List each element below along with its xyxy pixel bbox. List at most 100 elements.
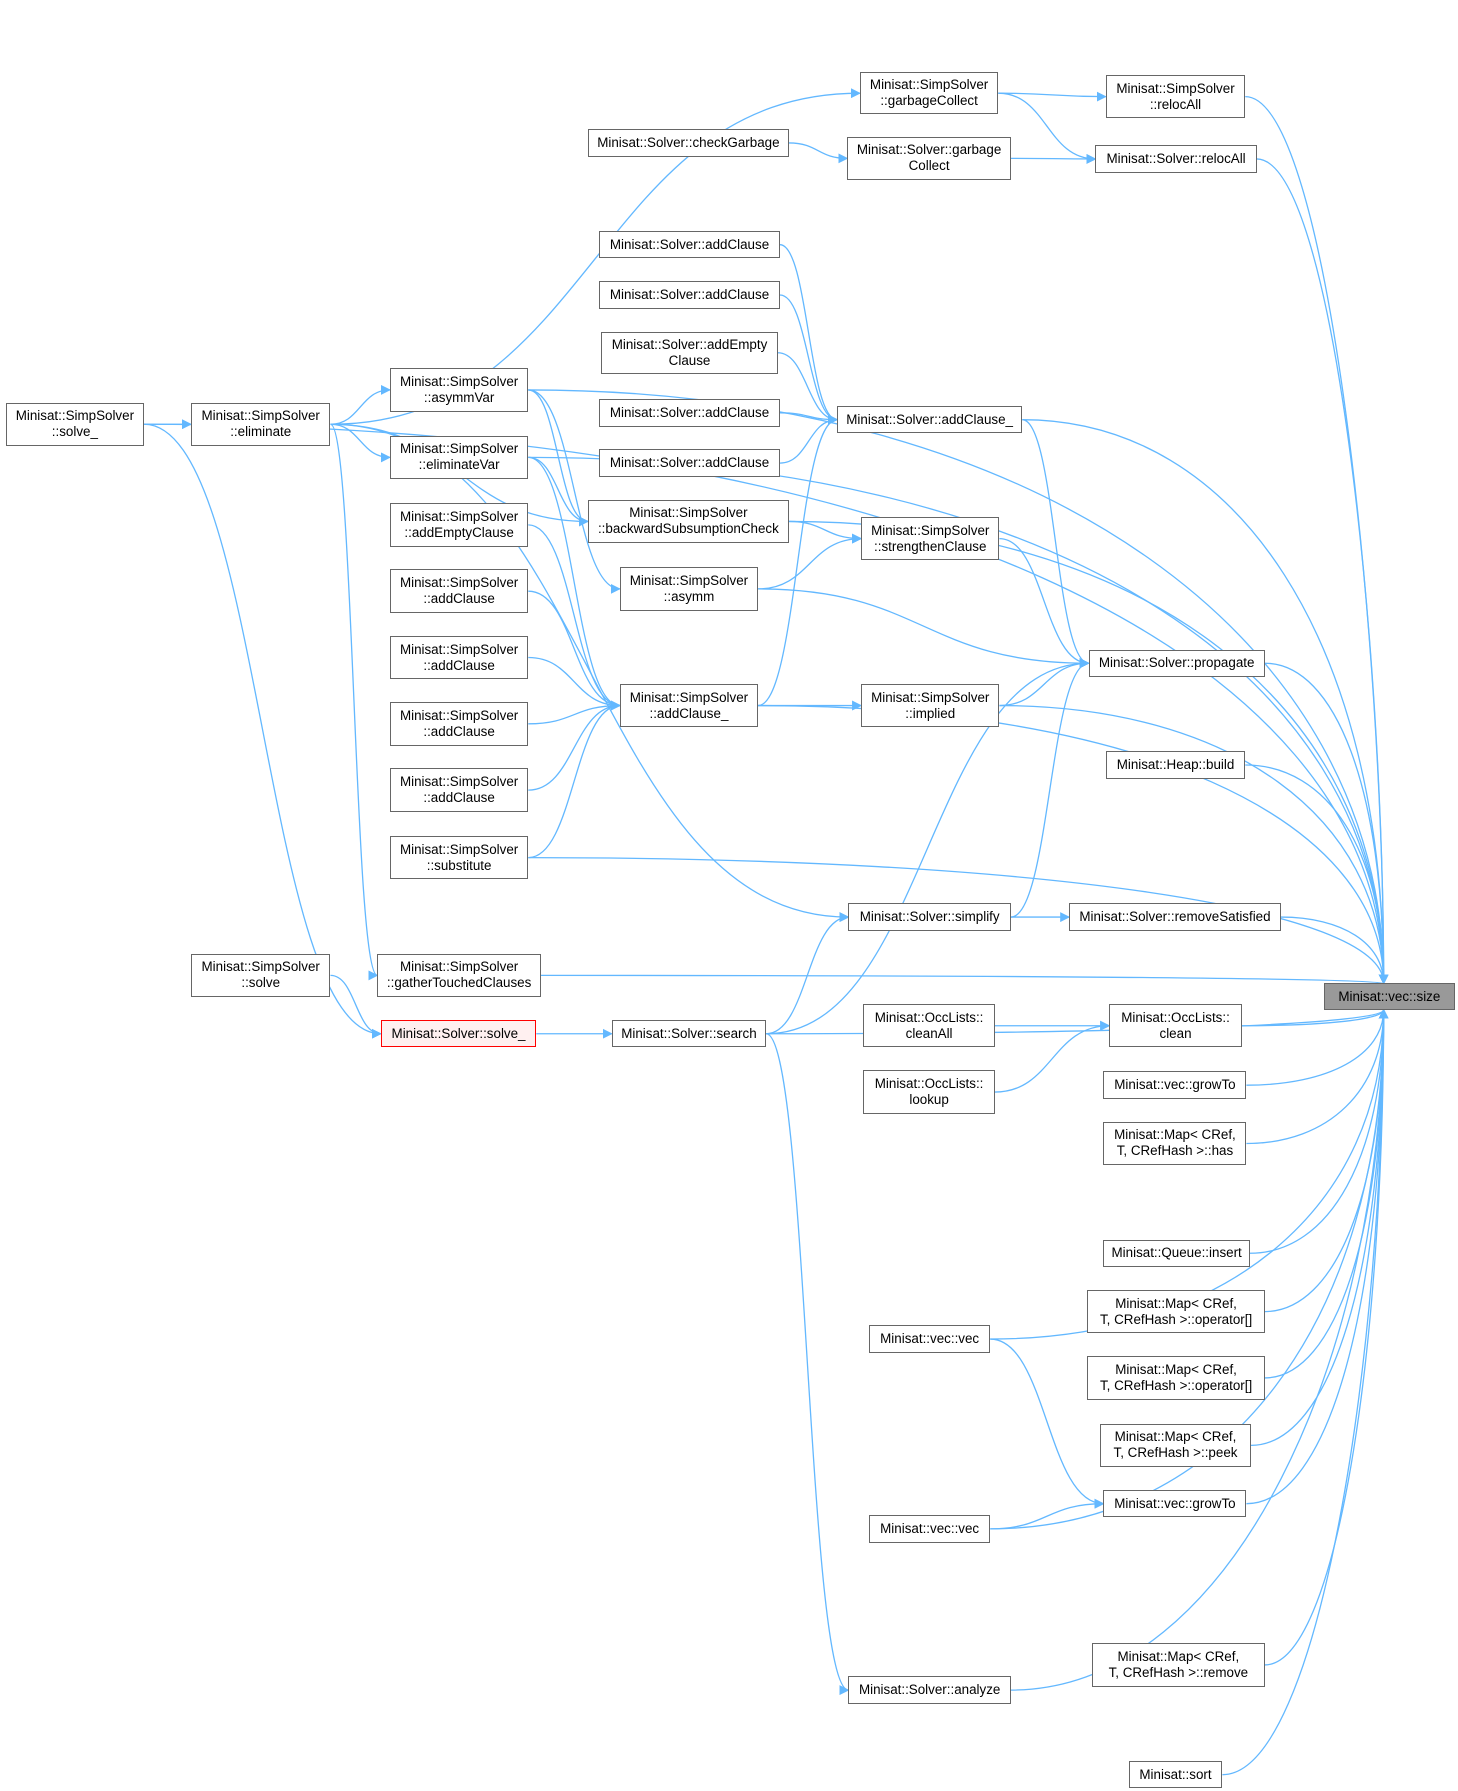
node-label-line: ::implied xyxy=(905,705,956,721)
graph-node-s-a-c2[interactable]: Minisat::Solver::addClause xyxy=(599,281,780,309)
edge-growToB-to-size xyxy=(1246,1008,1389,1505)
graph-node-occ-clean[interactable]: Minisat::OccLists::clean xyxy=(1109,1003,1242,1048)
node-label-line: Minisat::SimpSolver xyxy=(399,575,519,591)
node-label-line: Minisat::Map< CRef, xyxy=(1114,1429,1237,1445)
graph-node-check-garbage[interactable]: Minisat::Solver::checkGarbage xyxy=(587,129,789,157)
graph-node-lookup[interactable]: Minisat::OccLists::lookup xyxy=(863,1070,995,1114)
graph-node-map-peek[interactable]: Minisat::Map< CRef,T, CRefHash >::peek xyxy=(1100,1423,1251,1468)
node-label-line: Minisat::SimpSolver xyxy=(869,77,989,93)
graph-node-grow-to-a[interactable]: Minisat::vec::growTo xyxy=(1103,1071,1247,1099)
node-label-line: Minisat::SimpSolver xyxy=(1116,80,1235,96)
graph-node-simp-solve[interactable]: Minisat::SimpSolver::solve xyxy=(190,953,331,998)
node-label-line: Minisat::OccLists:: xyxy=(874,1076,984,1092)
graph-node-substitute[interactable]: Minisat::SimpSolver::substitute xyxy=(389,835,529,880)
node-label-line: Minisat::vec::growTo xyxy=(1114,1077,1236,1093)
edge-asymm-to-strengthen xyxy=(758,533,863,590)
edge-simpReloc-to-size xyxy=(1245,95,1389,985)
node-label-line: Minisat::SimpSolver xyxy=(629,505,748,521)
graph-node-simp-g-c[interactable]: Minisat::SimpSolver::garbageCollect xyxy=(859,72,999,115)
edge-simpGC-to-solverReloc xyxy=(998,92,1097,164)
graph-node-clean-all[interactable]: Minisat::OccLists::cleanAll xyxy=(863,1003,995,1048)
graph-node-back-sub[interactable]: Minisat::SimpSolver::backwardSubsumption… xyxy=(587,499,789,544)
edge-backSub-to-strengthen xyxy=(789,520,863,544)
edge-simpAC4-to-simpAddClause_ xyxy=(528,700,621,791)
graph-node-solver-reloc[interactable]: Minisat::Solver::relocAll xyxy=(1095,145,1257,173)
graph-node-map-has[interactable]: Minisat::Map< CRef,T, CRefHash >::has xyxy=(1103,1121,1247,1166)
edge-simpAC2-to-simpAddClause_ xyxy=(528,656,621,711)
node-label-line: Minisat::SimpSolver xyxy=(629,689,749,705)
graph-node-simp-add-empty[interactable]: Minisat::SimpSolver::addEmptyClause xyxy=(389,503,529,547)
graph-node-eliminate[interactable]: Minisat::SimpSolver::eliminate xyxy=(190,402,331,446)
graph-node-simp-reloc[interactable]: Minisat::SimpSolver::relocAll xyxy=(1105,75,1246,118)
graph-node-strengthen[interactable]: Minisat::SimpSolver::strengthenClause xyxy=(861,516,1000,561)
node-label-line: Minisat::Solver::checkGarbage xyxy=(597,134,780,150)
graph-node-remove-sat[interactable]: Minisat::Solver::removeSatisfied xyxy=(1069,903,1281,931)
node-label-line: ::backwardSubsumptionCheck xyxy=(597,521,779,537)
graph-node-propagate[interactable]: Minisat::Solver::propagate xyxy=(1088,649,1265,677)
graph-node-solver-solve[interactable]: Minisat::Solver::solve_ xyxy=(380,1020,537,1048)
graph-node-queue-insert[interactable]: Minisat::Queue::insert xyxy=(1103,1239,1250,1267)
graph-node-analyze[interactable]: Minisat::Solver::analyze xyxy=(848,1676,1011,1704)
edge-simpSolve-to-solverSolve_ xyxy=(330,974,382,1039)
node-label-line: Minisat::SimpSolver xyxy=(399,441,519,457)
edge-simpAddClause_-to-sAddClause_ xyxy=(758,414,839,707)
edge-gather-to-size xyxy=(540,974,1388,985)
node-label-line: Minisat::Queue::insert xyxy=(1111,1245,1242,1261)
graph-node-search[interactable]: Minisat::Solver::search xyxy=(611,1020,767,1048)
graph-node-s-a-c1[interactable]: Minisat::Solver::addClause xyxy=(599,230,780,259)
edge-propagate-to-size xyxy=(1264,662,1389,985)
node-label-line: Minisat::SimpSolver xyxy=(15,408,135,424)
graph-node-s-a-c3[interactable]: Minisat::Solver::addClause xyxy=(599,399,780,427)
graph-node-simp-a-c2[interactable]: Minisat::SimpSolver::addClause xyxy=(389,635,529,680)
node-label-line: T, CRefHash >::operator[] xyxy=(1099,1377,1253,1393)
node-label-line: cleanAll xyxy=(905,1025,953,1041)
graph-node-map-op-b[interactable]: Minisat::Map< CRef,T, CRefHash >::operat… xyxy=(1087,1356,1265,1400)
graph-node-vec-a[interactable]: Minisat::vec::vec xyxy=(869,1325,991,1353)
node-label-line: Minisat::Solver::solve_ xyxy=(391,1025,526,1041)
node-label-line: ::relocAll xyxy=(1149,96,1202,112)
edge-search-to-simplify xyxy=(766,912,850,1035)
graph-node-size[interactable]: Minisat::vec::size xyxy=(1324,983,1455,1010)
node-label-line: Minisat::OccLists:: xyxy=(1121,1009,1230,1025)
graph-node-grow-to-b[interactable]: Minisat::vec::growTo xyxy=(1103,1489,1247,1518)
edge-simpSolve_-to-solverSolve_ xyxy=(144,423,382,1039)
graph-node-simp-solve[interactable]: Minisat::SimpSolver::solve_ xyxy=(5,402,145,446)
graph-node-s-add-clause[interactable]: Minisat::Solver::addClause_ xyxy=(837,405,1023,434)
graph-node-vec-b[interactable]: Minisat::vec::vec xyxy=(869,1515,991,1543)
node-label-line: ::asymm xyxy=(663,588,715,604)
graph-node-eliminate-var[interactable]: Minisat::SimpSolver::eliminateVar xyxy=(389,435,529,480)
edge-sAC2-to-sAddClause_ xyxy=(779,294,839,425)
edge-lookup-to-occClean xyxy=(994,1020,1111,1093)
graph-node-simp-a-c4[interactable]: Minisat::SimpSolver::addClause xyxy=(389,768,529,812)
graph-node-gather[interactable]: Minisat::SimpSolver::gatherTouchedClause… xyxy=(377,953,541,998)
graph-node-heap-build[interactable]: Minisat::Heap::build xyxy=(1105,751,1246,779)
edge-simpAddClause_-to-size xyxy=(758,704,1389,985)
edge-sAC4-to-sAddClause_ xyxy=(779,414,839,464)
node-label-line: Minisat::Solver::addClause_ xyxy=(846,411,1014,427)
graph-node-simp-a-c1[interactable]: Minisat::SimpSolver::addClause xyxy=(389,569,529,613)
graph-node-simplify[interactable]: Minisat::Solver::simplify xyxy=(848,903,1011,931)
graph-node-asymm[interactable]: Minisat::SimpSolver::asymm xyxy=(619,567,759,611)
node-label-line: Minisat::Map< CRef, xyxy=(1114,1127,1236,1143)
graph-node-asymm-var[interactable]: Minisat::SimpSolver::asymmVar xyxy=(389,368,529,412)
edge-eliminate-to-eliminateVar xyxy=(330,423,391,463)
node-label-line: ::substitute xyxy=(426,857,492,873)
graph-node-map-op-a[interactable]: Minisat::Map< CRef,T, CRefHash >::operat… xyxy=(1087,1289,1265,1334)
graph-node-sort[interactable]: Minisat::sort xyxy=(1128,1760,1223,1789)
graph-node-simp-a-c3[interactable]: Minisat::SimpSolver::addClause xyxy=(389,702,529,746)
edge-substitute-to-simpAddClause_ xyxy=(528,700,621,859)
node-label-line: Minisat::Solver::propagate xyxy=(1098,655,1255,671)
graph-node-implied[interactable]: Minisat::SimpSolver::implied xyxy=(861,683,1000,728)
graph-node-s-a-c4[interactable]: Minisat::Solver::addClause xyxy=(599,449,780,477)
node-label-line: T, CRefHash >::operator[] xyxy=(1099,1311,1253,1327)
node-label-line: Minisat::vec::vec xyxy=(880,1520,980,1536)
edge-queueInsert-to-size xyxy=(1249,1008,1389,1254)
node-label-line: T, CRefHash >::peek xyxy=(1113,1445,1238,1461)
graph-node-map-remove[interactable]: Minisat::Map< CRef,T, CRefHash >::remove xyxy=(1092,1643,1265,1687)
node-label-line: Minisat::Map< CRef, xyxy=(1117,1648,1240,1664)
graph-node-simp-add-clause[interactable]: Minisat::SimpSolver::addClause_ xyxy=(619,683,759,728)
node-label-line: ::solve xyxy=(241,975,281,991)
